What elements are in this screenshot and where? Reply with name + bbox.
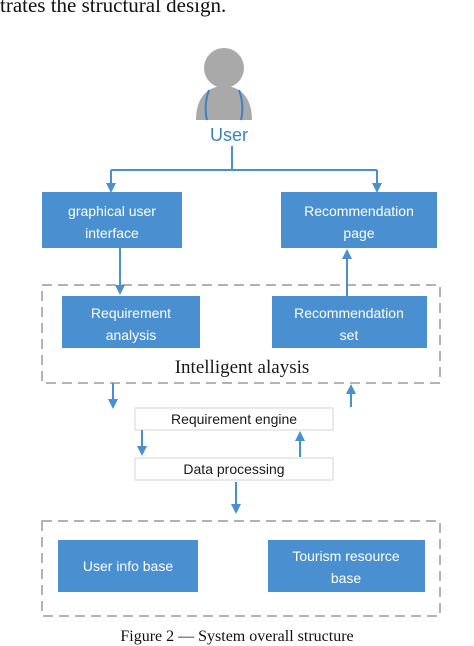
intelligent-analysis-group — [41, 284, 441, 384]
recommendation-set-box — [272, 296, 427, 348]
tourism-resource-base-label-line2: base — [331, 570, 362, 586]
data-processing-box — [134, 457, 334, 481]
tourism-resource-base-label-line1: Tourism resource — [292, 548, 400, 564]
requirement-analysis-box — [62, 296, 200, 348]
data-processing-label: Data processing — [183, 461, 284, 477]
recommendation-page-label-line1: Recommendation — [304, 203, 414, 219]
page-top-text: trates the structural design. — [0, 0, 227, 17]
requirement-engine-label: Requirement engine — [171, 411, 297, 427]
storage-group — [41, 520, 441, 617]
gui-label-line2: interface — [85, 225, 139, 241]
recommendation-page-box — [281, 192, 437, 248]
figure-caption: Figure 2 — System overall structure — [120, 628, 354, 645]
user-info-base-box — [58, 540, 198, 592]
recommendation-page-label-line2: page — [343, 225, 374, 241]
requirement-analysis-label-line2: analysis — [106, 327, 157, 343]
user-label: User — [210, 125, 248, 145]
recommendation-set-label-line2: set — [340, 327, 359, 343]
user-info-base-label: User info base — [83, 558, 173, 574]
requirement-analysis-label-line1: Requirement — [91, 305, 171, 321]
tourism-resource-base-box — [268, 540, 425, 592]
intelligent-analysis-label: Intelligent alaysis — [175, 357, 310, 378]
recommendation-set-label-line1: Recommendation — [294, 305, 404, 321]
requirement-engine-box — [134, 407, 334, 431]
user-branch-connector — [106, 146, 382, 193]
gui-label-line1: graphical user — [68, 203, 156, 219]
user-icon — [196, 48, 252, 121]
gui-box — [42, 192, 182, 248]
